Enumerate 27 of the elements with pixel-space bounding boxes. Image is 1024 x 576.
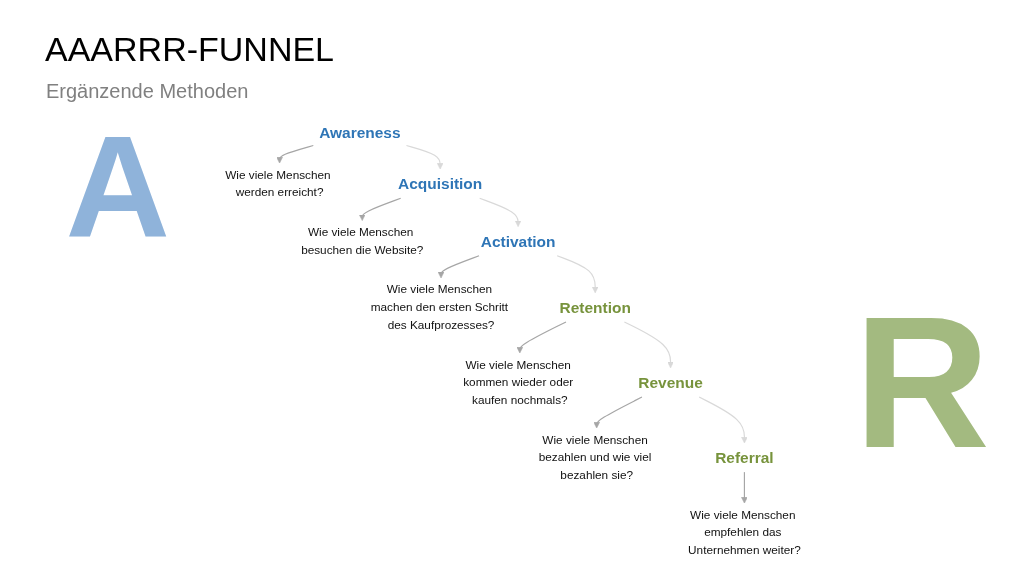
node-text: Acquisition (398, 175, 483, 193)
node-text: Wie viele Menschen bezahlen und wie viel bezahlen sie? (538, 433, 652, 482)
arrow (276, 144, 314, 164)
arrow (741, 471, 748, 504)
arrow (405, 144, 444, 170)
node-text: Wie viele Menschen besuchen die Website? (301, 225, 424, 256)
arrow (698, 396, 748, 444)
node-text: Retention (559, 298, 631, 316)
node-text: Awareness (319, 123, 401, 141)
arrow (593, 396, 643, 429)
node-text: Wie viele Menschen empfehlen das Unternehmen weiter? (688, 508, 801, 557)
node-text: Referral (715, 448, 774, 466)
arrow (556, 255, 599, 294)
node-text: Revenue (638, 373, 703, 391)
arrow (623, 321, 674, 369)
node-text: Wie viele Menschen kommen wieder oder kaufen nochmals? (463, 358, 574, 407)
arrow (437, 255, 480, 279)
arrow (516, 321, 567, 354)
subtitle: Ergänzende Methoden (46, 80, 249, 103)
background-letter: R (853, 307, 990, 458)
node-text: Wie viele Menschen werden erreicht? (225, 168, 331, 199)
node-text: Wie viele Menschen machen den ersten Schritt des Kaufprozesses? (370, 283, 509, 331)
title: AAARRR-FUNNEL (45, 30, 335, 69)
background-letter: A (65, 128, 171, 245)
arrow (479, 197, 522, 227)
node-text: Activation (480, 232, 556, 250)
arrow (359, 197, 402, 221)
